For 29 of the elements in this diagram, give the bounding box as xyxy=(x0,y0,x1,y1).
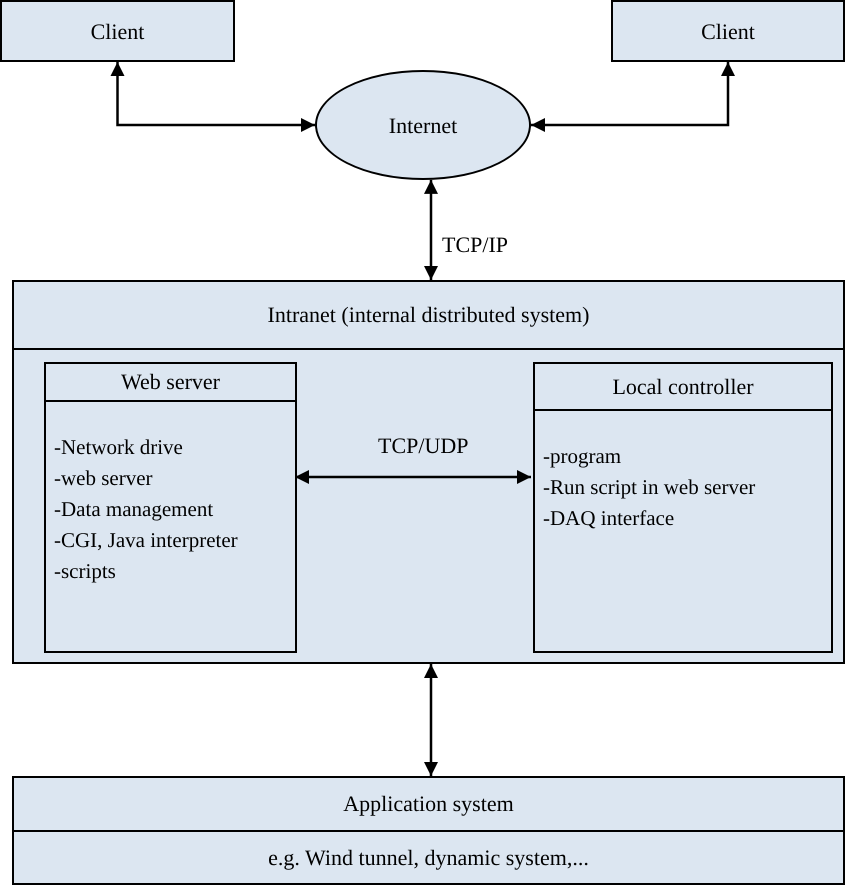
list-item: -CGI, Java interpreter xyxy=(54,527,239,554)
node-label: Client xyxy=(701,18,755,46)
edge-label: TCP/IP xyxy=(442,231,508,259)
component-box xyxy=(44,362,297,653)
double-arrow xyxy=(424,664,438,776)
list-item: -program xyxy=(543,443,622,470)
list-item: -Data management xyxy=(54,496,214,523)
box-heading: Intranet (internal distributed system) xyxy=(268,301,590,329)
process-box xyxy=(0,0,235,62)
double-arrow xyxy=(110,62,315,132)
double-arrow xyxy=(424,180,438,280)
list-item: -web server xyxy=(54,465,154,492)
box-heading: Local controller xyxy=(612,372,754,400)
double-arrow xyxy=(295,470,531,484)
double-arrow xyxy=(531,62,735,132)
list-item: -Network drive xyxy=(54,434,184,461)
node-label: Client xyxy=(90,18,144,46)
box-heading: Web server xyxy=(120,368,220,396)
body-text: e.g. Wind tunnel, dynamic system,... xyxy=(268,844,589,872)
list-item: -Run script in web server xyxy=(543,474,756,501)
component-box xyxy=(12,776,845,885)
list-item: -DAQ interface xyxy=(543,505,676,532)
list-item: -scripts xyxy=(54,558,117,585)
edge-label: TCP/UDP xyxy=(378,432,468,460)
process-box xyxy=(611,0,845,62)
component-box xyxy=(533,362,833,653)
group-container xyxy=(12,280,845,664)
node-label: Internet xyxy=(388,112,458,140)
box-heading: Application system xyxy=(343,790,514,818)
